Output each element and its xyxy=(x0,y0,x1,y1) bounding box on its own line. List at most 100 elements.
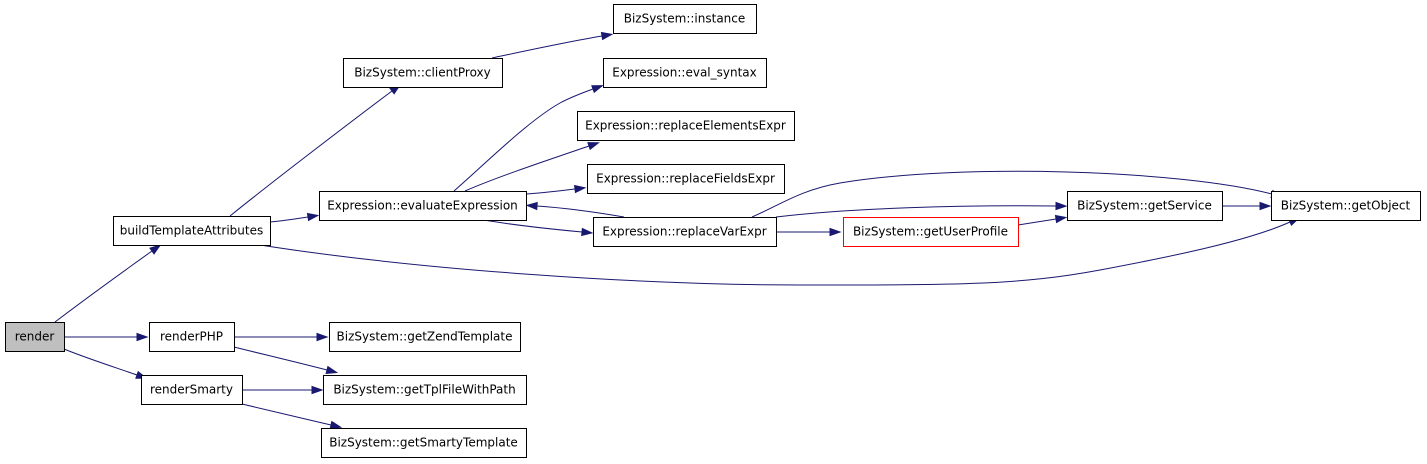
nodes-layer: render buildTemplateAttributes renderPHP re… xyxy=(5,4,1421,458)
node-box[interactable] xyxy=(149,322,235,352)
edges-layer xyxy=(54,31,1301,429)
edge-line xyxy=(775,205,1057,218)
node-box[interactable] xyxy=(603,58,767,88)
edge-renderSmarty-to-getTplFileWithPath xyxy=(242,385,324,395)
node-label: BizSystem::clientProxy xyxy=(354,66,491,80)
node-label: BizSystem::getUserProfile xyxy=(853,225,1008,239)
edge-buildTemplateAttributes-to-getObject xyxy=(259,217,1301,286)
node-getTplFileWithPath[interactable]: BizSystem::getTplFileWithPath xyxy=(323,375,527,405)
node-label: buildTemplateAttributes xyxy=(120,224,264,238)
arrow-head-icon xyxy=(574,184,587,194)
arrow-head-icon xyxy=(1259,201,1272,211)
edge-line xyxy=(464,145,590,192)
edge-renderSmarty-to-getSmartyTemplate xyxy=(241,403,343,429)
arrow-head-icon xyxy=(581,227,594,237)
edge-replaceVarExpr-to-evaluateExpression xyxy=(525,201,625,218)
node-label: Expression::evaluateExpression xyxy=(327,199,518,213)
node-label: Expression::replaceElementsExpr xyxy=(585,119,786,133)
node-box[interactable] xyxy=(113,216,271,246)
edge-line xyxy=(241,403,332,426)
node-box[interactable] xyxy=(5,322,65,352)
node-label: Expression::replaceVarExpr xyxy=(602,225,766,239)
edge-getService-to-getObject xyxy=(1222,201,1272,211)
arrow-head-icon xyxy=(600,31,614,41)
edge-renderPHP-to-getZendTemplate xyxy=(233,332,329,342)
node-box[interactable] xyxy=(593,217,777,247)
node-label: BizSystem::getZendTemplate xyxy=(337,330,513,344)
edge-render-to-renderPHP xyxy=(63,332,149,342)
node-label: renderPHP xyxy=(160,330,223,344)
node-box[interactable] xyxy=(613,4,757,34)
edge-line xyxy=(453,88,594,192)
node-clientProxy[interactable]: BizSystem::clientProxy xyxy=(343,58,503,88)
node-box[interactable] xyxy=(1271,191,1421,221)
node-replaceVarExpr[interactable]: Expression::replaceVarExpr xyxy=(593,217,777,247)
node-box[interactable] xyxy=(343,58,503,88)
edge-line xyxy=(229,90,393,217)
arrow-head-icon xyxy=(587,142,600,151)
node-getSmartyTemplate[interactable]: BizSystem::getSmartyTemplate xyxy=(321,428,527,458)
node-replaceFieldsExpr[interactable]: Expression::replaceFieldsExpr xyxy=(587,164,785,194)
node-renderPHP[interactable]: renderPHP xyxy=(149,322,235,352)
node-box[interactable] xyxy=(1067,191,1223,221)
node-instance[interactable]: BizSystem::instance xyxy=(613,4,757,34)
node-getService[interactable]: BizSystem::getService xyxy=(1067,191,1223,221)
node-label: render xyxy=(15,330,55,344)
node-label: Expression::replaceFieldsExpr xyxy=(596,172,775,186)
node-getUserProfile[interactable]: BizSystem::getUserProfile xyxy=(843,217,1019,247)
edge-line xyxy=(751,170,1273,218)
node-box[interactable] xyxy=(323,375,527,405)
edge-line xyxy=(483,219,583,233)
node-evaluateExpression[interactable]: Expression::evaluateExpression xyxy=(319,191,527,221)
node-box[interactable] xyxy=(587,164,785,194)
edge-line xyxy=(536,205,625,218)
node-buildTemplateAttributes[interactable]: buildTemplateAttributes xyxy=(113,216,271,246)
edge-line xyxy=(233,346,328,371)
node-getObject[interactable]: BizSystem::getObject xyxy=(1271,191,1421,221)
arrow-head-icon xyxy=(325,365,339,374)
edge-clientProxy-to-instance xyxy=(491,31,614,59)
node-getZendTemplate[interactable]: BizSystem::getZendTemplate xyxy=(329,322,521,352)
node-label: BizSystem::instance xyxy=(624,12,746,26)
node-label: Expression::eval_syntax xyxy=(612,66,757,80)
arrow-head-icon xyxy=(316,332,329,342)
arrow-head-icon xyxy=(149,244,162,255)
node-label: BizSystem::getTplFileWithPath xyxy=(333,383,515,397)
arrow-head-icon xyxy=(1054,214,1068,224)
node-label: BizSystem::getObject xyxy=(1281,199,1411,213)
node-box[interactable] xyxy=(577,111,795,141)
node-label: BizSystem::getService xyxy=(1077,199,1212,213)
edge-evaluateExpression-to-replaceFieldsExpr xyxy=(525,184,587,195)
edge-replaceVarExpr-to-getService xyxy=(775,201,1068,218)
arrow-head-icon xyxy=(1055,201,1068,211)
edge-evaluateExpression-to-eval_syntax xyxy=(453,85,604,192)
node-replaceElementsExpr[interactable]: Expression::replaceElementsExpr xyxy=(577,111,795,141)
node-box[interactable] xyxy=(141,375,243,405)
node-box[interactable] xyxy=(319,191,527,221)
edge-evaluateExpression-to-replaceVarExpr xyxy=(483,219,594,237)
edge-render-to-renderSmarty xyxy=(63,348,148,379)
arrow-head-icon xyxy=(525,201,538,211)
node-box[interactable] xyxy=(329,322,521,352)
node-box[interactable] xyxy=(321,428,527,458)
node-box[interactable] xyxy=(843,217,1019,247)
edge-line xyxy=(1017,218,1057,226)
edge-replaceVarExpr-to-getUserProfile xyxy=(775,227,842,237)
edge-buildTemplateAttributes-to-evaluateExpression xyxy=(269,212,320,223)
edge-line xyxy=(491,35,603,59)
node-eval_syntax[interactable]: Expression::eval_syntax xyxy=(603,58,767,88)
arrow-head-icon xyxy=(829,227,842,237)
arrow-head-icon xyxy=(311,385,324,395)
edge-render-to-buildTemplateAttributes xyxy=(54,244,162,323)
edge-line xyxy=(54,250,153,323)
arrow-head-icon xyxy=(136,332,149,342)
node-renderSmarty[interactable]: renderSmarty xyxy=(141,375,243,405)
node-render[interactable]: render xyxy=(5,322,65,352)
edge-line xyxy=(269,216,309,223)
edge-renderPHP-to-getTplFileWithPath xyxy=(233,346,339,374)
edge-line xyxy=(259,221,1291,286)
arrow-head-icon xyxy=(591,85,604,94)
node-label: BizSystem::getSmartyTemplate xyxy=(329,436,518,450)
edge-getUserProfile-to-getService xyxy=(1017,214,1068,226)
